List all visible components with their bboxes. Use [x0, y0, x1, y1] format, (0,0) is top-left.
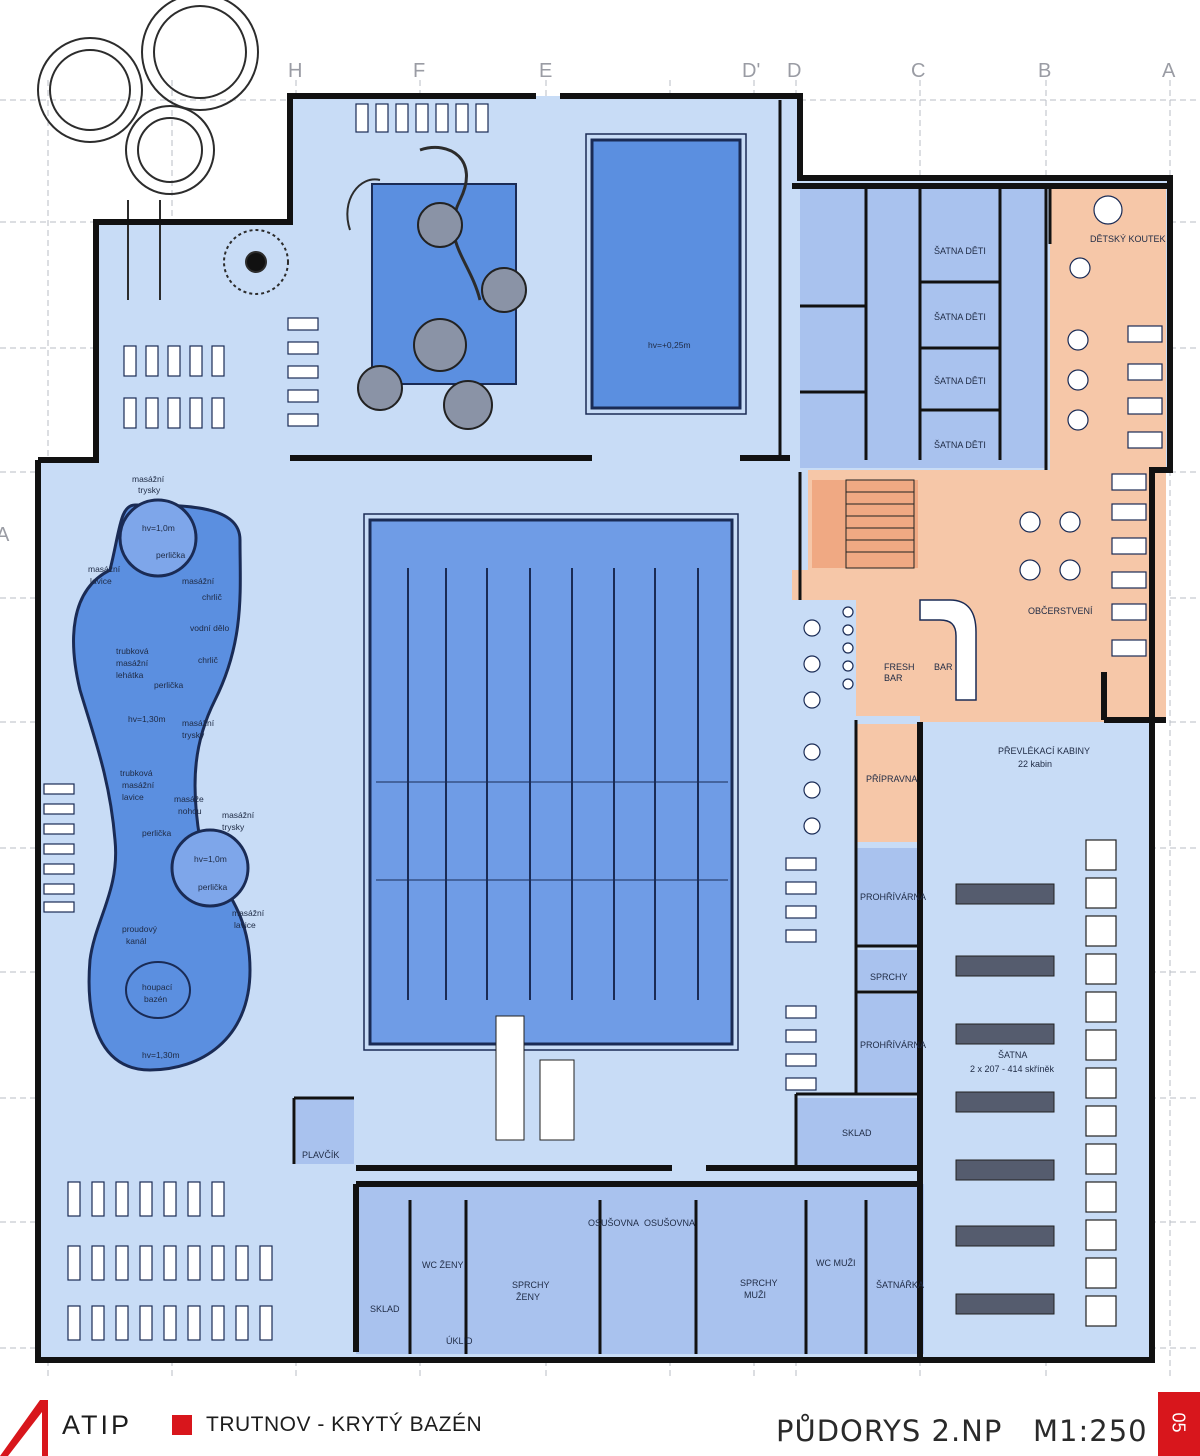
grid-label: B — [1038, 60, 1051, 82]
feature-label: masáže — [174, 794, 204, 804]
water-slides — [37, 0, 482, 301]
feature-label: perlička — [142, 828, 172, 838]
brand-name: ATIP — [62, 1410, 133, 1440]
feature-label: nohou — [178, 806, 202, 816]
room-label-satna-deti: ŠATNA DĚTI — [934, 246, 986, 256]
room-label-sklad: SKLAD — [370, 1304, 400, 1314]
tables — [803, 195, 1123, 835]
floor-plan: H F E D' D C B A A — [0, 0, 1200, 1380]
room-label-sprchy-zeny: SPRCHY — [512, 1280, 550, 1290]
red-square-icon — [172, 1415, 192, 1435]
partitions — [292, 100, 1052, 1354]
feature-label: trysky — [138, 485, 161, 495]
walls — [35, 93, 1173, 1363]
room-label-sprchy-zeny: ŽENY — [516, 1292, 540, 1302]
room-label-wc-zeny: WC ŽENY — [422, 1260, 464, 1270]
feature-label: houpací — [142, 982, 173, 992]
feature-label: chrlič — [198, 655, 219, 665]
project-title: TRUTNOV - KRYTÝ BAZÉN — [206, 1413, 483, 1436]
room-label-prohrivarna: PROHŘÍVÁRNA — [860, 892, 926, 902]
depth-label: hv=1,30m — [128, 714, 166, 724]
room-label-obcerstveni: OBČERSTVENÍ — [1028, 606, 1093, 616]
sunbeds — [43, 103, 1163, 1341]
grid-axis-labels: H F E D' D C B A A — [0, 60, 1176, 546]
grid-label: A — [1162, 60, 1176, 82]
room-label-satna-deti: ŠATNA DĚTI — [934, 440, 986, 450]
sheet-name: PŮDORYS 2.NP — [776, 1414, 1003, 1448]
grid-label: A — [0, 524, 10, 546]
room-label-osusovna: OSUŠOVNA — [588, 1218, 639, 1228]
room-label-sprchy: SPRCHY — [870, 972, 908, 982]
room-label-prohrivarna: PROHŘÍVÁRNA — [860, 1040, 926, 1050]
feature-label: trubková — [116, 646, 149, 656]
play-structure — [357, 202, 527, 430]
bar-counter — [919, 599, 977, 701]
feature-label: masážní — [116, 658, 149, 668]
room-label-sprchy-muzi: MUŽI — [744, 1290, 766, 1300]
room-label-satna-deti: ŠATNA DĚTI — [934, 376, 986, 386]
room-label-prevlekaci-kabiny: PŘEVLÉKACÍ KABINY — [998, 746, 1090, 756]
room-labels: DĚTSKÝ KOUTEK ŠATNA DĚTI ŠATNA DĚTI ŠATN… — [302, 234, 1166, 1346]
feature-label: lavice — [90, 576, 112, 586]
feature-label: vodní dělo — [190, 623, 229, 633]
locker-rows — [955, 883, 1055, 1315]
room-label-detsky-koutek: DĚTSKÝ KOUTEK — [1090, 234, 1166, 244]
feature-label: perlička — [198, 882, 228, 892]
feature-label: masážní — [122, 780, 155, 790]
feature-label: masážní — [232, 908, 265, 918]
feature-label: kanál — [126, 936, 146, 946]
pool-labels: hv=+0,25m hv=1,30m hv=1,30m hv=1,0m hv=1… — [88, 340, 691, 1060]
feature-label: masážní — [182, 576, 215, 586]
feature-label: trysky — [182, 730, 205, 740]
room-label-uklid: ÚKLID — [446, 1336, 473, 1346]
feature-label: bazén — [144, 994, 167, 1004]
room-label-wc-muzi: WC MUŽI — [816, 1258, 856, 1268]
feature-label: chrlič — [202, 592, 223, 602]
feature-label: masážní — [182, 718, 215, 728]
stairs — [495, 479, 915, 1141]
room-label-fresh-bar: BAR — [884, 673, 903, 683]
cabin-row — [1085, 839, 1117, 1327]
depth-label: hv=1,30m — [142, 1050, 180, 1060]
feature-label: lehátka — [116, 670, 144, 680]
sheet-title: PŮDORYS 2.NP M1:250 — [776, 1414, 1148, 1448]
feature-label: lavice — [122, 792, 144, 802]
grid-label: F — [413, 60, 425, 82]
room-label-fresh-bar: FRESH — [884, 662, 915, 672]
feature-label: trubková — [120, 768, 153, 778]
feature-label: perlička — [156, 550, 186, 560]
room-label-sprchy-muzi: SPRCHY — [740, 1278, 778, 1288]
grid-label: E — [539, 60, 552, 82]
feature-label: masážní — [88, 564, 121, 574]
feature-label: perlička — [154, 680, 184, 690]
sheet-scale: M1:250 — [1033, 1414, 1148, 1448]
room-label-pripravna: PŘÍPRAVNA — [866, 774, 917, 784]
grid-label: D' — [742, 60, 760, 82]
room-label-sklad: SKLAD — [842, 1128, 872, 1138]
feature-label: masážní — [132, 474, 165, 484]
depth-label: hv=1,0m — [142, 523, 175, 533]
feature-label: trysky — [222, 822, 245, 832]
sheet-number: 05 — [1168, 1412, 1189, 1433]
room-label-satna-deti: ŠATNA DĚTI — [934, 312, 986, 322]
lane-lines — [376, 568, 728, 1000]
room-label-satna-capacity: 2 x 207 - 414 skříněk — [970, 1064, 1055, 1074]
sheet-number-tab: 05 — [1158, 1392, 1200, 1456]
room-label-bar: BAR — [934, 662, 953, 672]
room-label-kabin-count: 22 kabin — [1018, 759, 1052, 769]
feature-label: proudový — [122, 924, 158, 934]
grid-label: D — [787, 60, 801, 82]
title-block — [0, 1390, 1200, 1456]
room-label-plavcik: PLAVČÍK — [302, 1150, 339, 1160]
feature-label: lavice — [234, 920, 256, 930]
feature-label: masážní — [222, 810, 255, 820]
depth-label: hv=+0,25m — [648, 340, 691, 350]
grid-label: H — [288, 60, 302, 82]
grid-label: C — [911, 60, 925, 82]
room-label-satna: ŠATNA — [998, 1050, 1027, 1060]
room-label-osusovna: OSUŠOVNA — [644, 1218, 695, 1228]
room-label-satnarka: ŠATNÁŘKA — [876, 1280, 924, 1290]
atip-logo — [0, 1400, 48, 1456]
depth-label: hv=1,0m — [194, 854, 227, 864]
